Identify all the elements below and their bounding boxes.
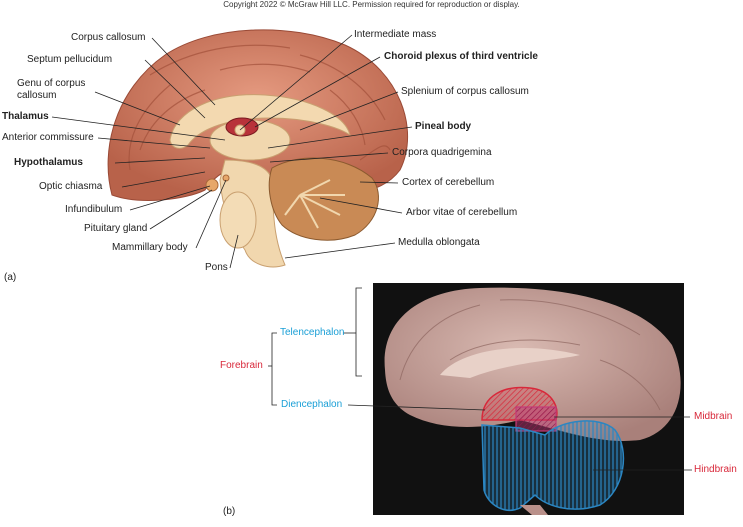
label-choroid-plexus: Choroid plexus of third ventricle (384, 51, 538, 62)
label-corpora-quadrigemina: Corpora quadrigemina (392, 147, 492, 158)
mammillary-shape (222, 174, 230, 182)
label-genu-line1: Genu of corpus (17, 78, 86, 89)
corpus-callosum-shape (169, 94, 351, 149)
label-cortex-cerebellum: Cortex of cerebellum (402, 177, 495, 188)
label-pituitary-gland: Pituitary gland (84, 223, 148, 234)
label-splenium: Splenium of corpus callosum (401, 86, 529, 97)
copyright-notice: Copyright 2022 © McGraw Hill LLC. Permis… (223, 0, 520, 9)
label-pineal-body: Pineal body (415, 121, 472, 132)
label-diencephalon: Diencephalon (281, 399, 343, 410)
hindbrain-region (481, 420, 625, 511)
label-thalamus: Thalamus (2, 111, 49, 122)
arbor-vitae-lines (284, 179, 345, 229)
label-septum-pellucidum: Septum pellucidum (27, 54, 113, 65)
pons-shape (219, 191, 257, 249)
panel-label-a: (a) (4, 272, 17, 283)
brackets-b (268, 287, 692, 471)
label-optic-chiasma: Optic chiasma (39, 181, 103, 192)
leader-lines-a (51, 34, 413, 269)
label-mammillary-body: Mammillary body (112, 242, 188, 253)
photo-gyri (399, 299, 661, 411)
brain-photo-corpus (440, 347, 580, 378)
label-forebrain: Forebrain (220, 360, 263, 371)
label-telencephalon: Telencephalon (280, 327, 345, 338)
brain-photo-cerebrum (384, 287, 681, 441)
label-medulla-oblongata: Medulla oblongata (398, 237, 480, 248)
label-hypothalamus: Hypothalamus (14, 157, 83, 168)
panel-label-b: (b) (223, 506, 236, 517)
label-pons: Pons (205, 262, 228, 273)
label-arbor-vitae: Arbor vitae of cerebellum (406, 207, 518, 218)
label-midbrain: Midbrain (694, 411, 733, 422)
label-anterior-commissure: Anterior commissure (2, 132, 94, 143)
label-intermediate-mass: Intermediate mass (354, 29, 437, 40)
label-hindbrain: Hindbrain (694, 464, 737, 475)
brain-illustration (107, 29, 409, 268)
midbrain-region (515, 406, 557, 432)
spinal-cord-photo (520, 505, 548, 515)
label-genu-line2: callosum (17, 90, 57, 101)
pituitary-shape (205, 178, 219, 192)
gyri-lines (128, 44, 391, 171)
label-corpus-callosum: Corpus callosum (71, 32, 146, 43)
label-infundibulum: Infundibulum (65, 204, 123, 215)
